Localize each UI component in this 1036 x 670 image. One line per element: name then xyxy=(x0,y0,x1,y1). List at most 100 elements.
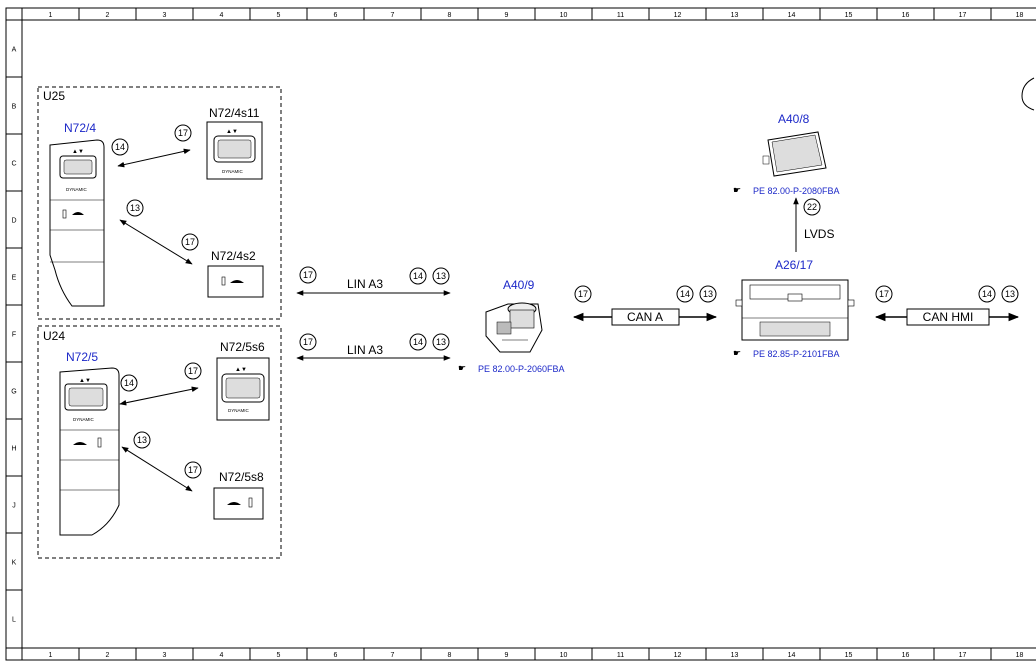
component-label-n72-4s11: N72/4s11 xyxy=(209,106,260,120)
grid-column-label: 14 xyxy=(788,12,796,19)
grid-column-label: 8 xyxy=(448,12,452,19)
callout-14-can-hmi: 14 xyxy=(978,285,996,303)
grid-column-label: 1 xyxy=(49,652,53,659)
grid-column-label: 1 xyxy=(49,12,53,19)
link-n72-5-n72-5s8 xyxy=(121,446,193,492)
svg-text:☛: ☛ xyxy=(733,185,741,195)
link-n72-5-n72-5s6 xyxy=(119,386,199,406)
grid-column-label: 12 xyxy=(674,652,682,659)
a26-17-head-unit-image xyxy=(735,279,855,341)
n72-5s6-dynamic-text: DYNAMIC xyxy=(228,408,250,413)
n72-4-panel-image xyxy=(49,139,105,307)
svg-text:▲▼: ▲▼ xyxy=(79,378,91,384)
component-label-n72-4: N72/4 xyxy=(64,121,96,135)
grid-row-label: F xyxy=(12,332,16,339)
n72-4-dynamic-text: DYNAMIC xyxy=(66,187,88,192)
grid-column-label: 10 xyxy=(560,652,568,659)
grid-row-label: K xyxy=(12,560,17,567)
svg-text:13: 13 xyxy=(703,289,713,299)
grid-column-label: 13 xyxy=(731,12,739,19)
grid-column-label: 15 xyxy=(845,12,853,19)
svg-text:17: 17 xyxy=(578,289,588,299)
grid-column-label: 6 xyxy=(334,12,338,19)
grid-row-label: C xyxy=(11,161,16,168)
svg-text:13: 13 xyxy=(436,271,446,281)
callout-22-lvds: 22 xyxy=(803,198,821,216)
ref-a40-8: PE 82.00-P-2080FBA xyxy=(753,186,840,196)
n72-4s11-dynamic-text: DYNAMIC xyxy=(222,169,244,174)
component-label-n72-4s2: N72/4s2 xyxy=(211,249,256,263)
svg-text:▲▼: ▲▼ xyxy=(235,367,247,373)
sheet-border xyxy=(5,7,1036,661)
callout-17-u24: 17 xyxy=(184,362,202,380)
link-n72-4-n72-4s11 xyxy=(117,148,191,168)
grid-column-label: 16 xyxy=(902,12,910,19)
grid-column-label: 2 xyxy=(106,12,110,19)
callout-17-lin-lower: 17 xyxy=(299,333,317,351)
grid-row-label: H xyxy=(11,446,16,453)
callout-13-u24: 13 xyxy=(133,431,151,449)
callout-13-lin-lower: 13 xyxy=(432,333,450,351)
svg-text:14: 14 xyxy=(115,142,125,152)
grid-row-label: L xyxy=(12,617,16,624)
component-label-a40-9: A40/9 xyxy=(503,278,535,292)
group-u24-box xyxy=(37,325,282,559)
group-u25-box xyxy=(37,86,282,320)
grid-column-label: 8 xyxy=(448,652,452,659)
svg-text:14: 14 xyxy=(413,271,423,281)
svg-text:17: 17 xyxy=(303,270,313,280)
grid-column-label: 5 xyxy=(277,12,281,19)
can-hmi-box xyxy=(906,308,990,326)
callout-14-can-a: 14 xyxy=(676,285,694,303)
callout-13-can-hmi: 13 xyxy=(1001,285,1019,303)
grid-column-label: 13 xyxy=(731,652,739,659)
grid-column-label: 17 xyxy=(959,12,967,19)
callout-13-lin-upper: 13 xyxy=(432,267,450,285)
grid-row-label: J xyxy=(12,503,16,510)
grid-column-label: 12 xyxy=(674,12,682,19)
component-label-a26-17: A26/17 xyxy=(775,258,813,272)
callout-17-u25b: 17 xyxy=(181,233,199,251)
grid-column-label: 4 xyxy=(220,652,224,659)
can-a-label: CAN A xyxy=(627,310,663,324)
a40-8-display-image xyxy=(762,131,827,177)
ref-a40-9: PE 82.00-P-2060FBA xyxy=(478,364,565,374)
callout-14-lin-upper: 14 xyxy=(409,267,427,285)
svg-text:▲▼: ▲▼ xyxy=(226,129,238,135)
svg-text:☛: ☛ xyxy=(458,363,466,373)
svg-text:22: 22 xyxy=(807,202,817,212)
can-hmi-label: CAN HMI xyxy=(923,310,974,324)
svg-text:17: 17 xyxy=(178,128,188,138)
grid-row-label: E xyxy=(12,275,17,282)
n72-5-dynamic-text: DYNAMIC xyxy=(73,417,95,422)
svg-text:17: 17 xyxy=(188,465,198,475)
grid-column-label: 2 xyxy=(106,652,110,659)
grid-column-label: 5 xyxy=(277,652,281,659)
grid-column-label: 9 xyxy=(505,12,509,19)
callout-14-u24: 14 xyxy=(120,374,138,392)
svg-text:14: 14 xyxy=(982,289,992,299)
callout-14-lin-lower: 14 xyxy=(409,333,427,351)
grid-column-label: 7 xyxy=(391,12,395,19)
svg-text:13: 13 xyxy=(137,435,147,445)
svg-text:17: 17 xyxy=(185,237,195,247)
grid-column-label: 17 xyxy=(959,652,967,659)
component-label-a40-8: A40/8 xyxy=(778,112,810,126)
svg-text:17: 17 xyxy=(303,337,313,347)
grid-column-label: 6 xyxy=(334,652,338,659)
a40-9-controller-image xyxy=(485,302,543,353)
callout-13-can-a: 13 xyxy=(699,285,717,303)
grid-column-label: 3 xyxy=(163,652,167,659)
grid-row-label: D xyxy=(11,218,16,225)
grid-column-label: 7 xyxy=(391,652,395,659)
svg-text:14: 14 xyxy=(680,289,690,299)
svg-text:17: 17 xyxy=(879,289,889,299)
callout-17-lin-upper: 17 xyxy=(299,266,317,284)
component-label-n72-5s6: N72/5s6 xyxy=(220,340,265,354)
grid-column-label: 10 xyxy=(560,12,568,19)
group-u25-label: U25 xyxy=(43,89,65,103)
callout-17-u24b: 17 xyxy=(184,461,202,479)
grid-column-label: 18 xyxy=(1016,12,1024,19)
